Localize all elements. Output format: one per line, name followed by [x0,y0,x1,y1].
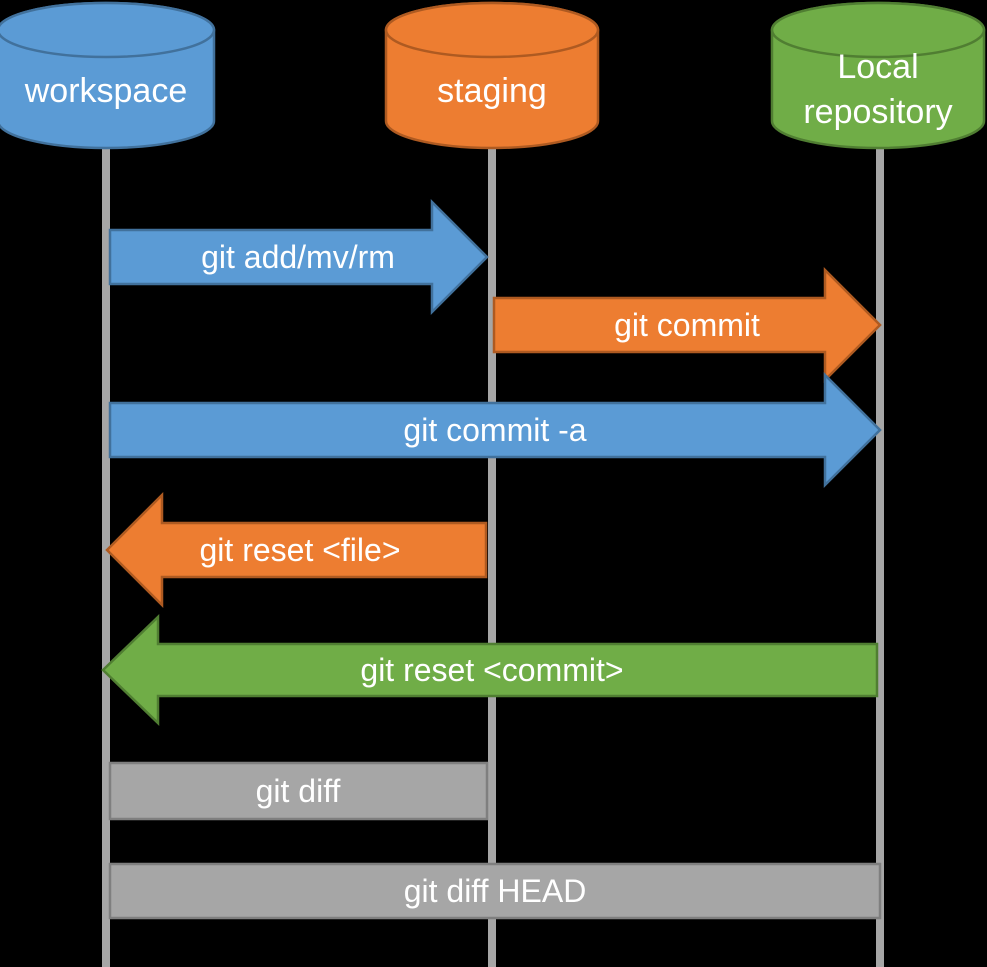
arrow-git-reset-file: git reset <file> [105,491,488,609]
span-git-diff-shape [108,761,489,821]
arrow-git-add-mv-rm-label: git add/mv/rm [201,239,395,275]
arrow-git-add-mv-rm-shape [108,198,489,316]
span-git-diff-head-label: git diff HEAD [404,873,587,909]
arrow-git-commit-shape [492,266,882,384]
arrow-git-add-mv-rm: git add/mv/rm [108,198,489,316]
staging-label: staging [437,72,547,110]
arrow-git-commit-a-label: git commit -a [403,412,586,448]
arrow-git-reset-commit: git reset <commit> [101,614,879,726]
staging-cylinder-top [384,1,600,59]
span-git-diff: git diff [108,761,489,821]
arrow-git-commit: git commit [492,266,882,384]
arrow-git-reset-file-label: git reset <file> [200,532,401,568]
local-repository-label-line2: repository [803,93,952,131]
staging-node: staging [384,1,600,150]
arrow-git-commit-a-shape [108,371,882,489]
workspace-cylinder-top [0,1,216,59]
arrow-git-commit-a: git commit -a [108,371,882,489]
arrow-git-commit-label: git commit [614,307,760,343]
span-git-diff-label: git diff [256,773,341,809]
span-git-diff-head: git diff HEAD [108,862,882,920]
local-repository-node: Local repository [770,1,986,150]
workspace-label: workspace [24,72,188,110]
arrow-git-reset-commit-shape [101,614,879,726]
span-git-diff-head-shape [108,862,882,920]
local-repository-label-line1: Local [837,48,918,86]
workspace-node: workspace [0,1,216,150]
arrow-git-reset-commit-label: git reset <commit> [360,652,623,688]
arrow-git-reset-file-shape [105,491,488,609]
local-repository-cylinder-top [770,1,986,59]
